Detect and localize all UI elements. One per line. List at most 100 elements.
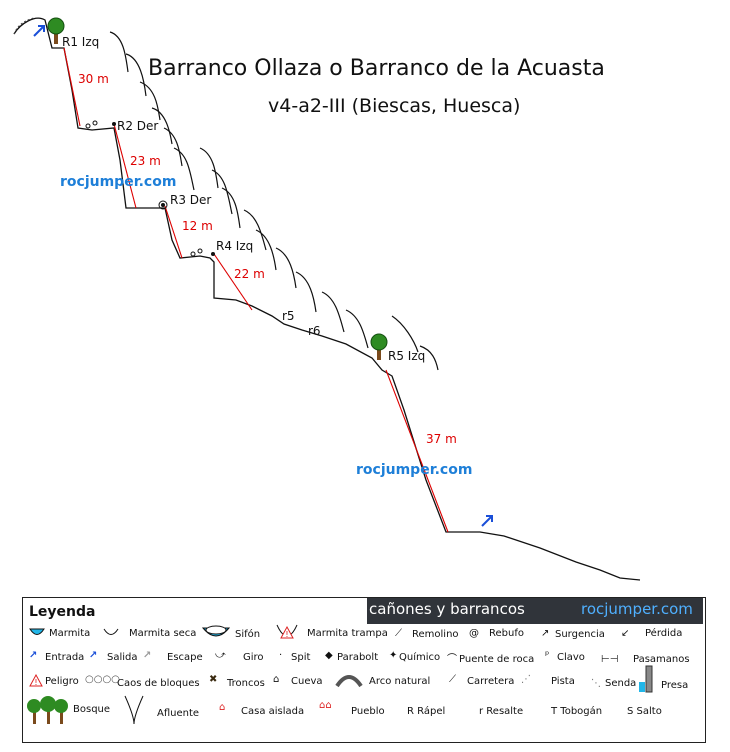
legend-item: Senda: [605, 678, 637, 689]
legend-item: Marmita: [49, 628, 91, 639]
tree-icon: [47, 17, 65, 44]
legend-item: Parabolt: [337, 652, 379, 663]
resalte-label-r6: r6: [308, 324, 321, 338]
legend-item: Cueva: [291, 676, 323, 687]
legend-item: Pista: [551, 676, 575, 687]
legend-item: S Salto: [627, 706, 662, 717]
legend-title: Leyenda: [29, 604, 96, 620]
legend-item: Caos de bloques: [117, 678, 200, 689]
legend-item: Clavo: [557, 652, 585, 663]
legend-item: Casa aislada: [241, 706, 305, 717]
handline-icon: ⊢⊣: [601, 654, 619, 665]
legend-item: Presa: [661, 680, 689, 691]
exit-icon: ↗: [89, 650, 98, 661]
rappel-length: 30 m: [78, 72, 109, 86]
cave-icon: ⌂: [273, 674, 280, 685]
logs-icon: ✖: [209, 674, 218, 685]
road-icon: ⟋: [449, 674, 456, 685]
legend-item: Surgencia: [555, 629, 605, 640]
siphon-icon: [201, 625, 231, 637]
boulders-icon: ○○○○: [85, 674, 120, 685]
anchor-label-r4: R4 Izq: [216, 239, 254, 253]
resalte-label-r5: r5: [282, 309, 295, 323]
sink-icon: ↙: [621, 628, 630, 639]
rappel-lines: [63, 47, 449, 533]
rappel-length: 12 m: [182, 219, 213, 233]
track-icon: ⋰: [521, 674, 531, 685]
entry-arrow-icon: [33, 25, 45, 37]
legend-item: Arco natural: [369, 676, 431, 687]
pothole-icon: [29, 628, 45, 635]
page-subtitle: v4-a2-III (Biescas, Huesca): [268, 95, 521, 117]
legend-item: Químico: [399, 652, 441, 663]
legend-item: Peligro: [45, 676, 79, 687]
legend-item: Pasamanos: [633, 654, 690, 665]
entry-icon: ↗: [29, 650, 38, 661]
legend-item: Pérdida: [645, 628, 683, 639]
legend-banner: cañones y barrancos rocjumper.com: [367, 598, 703, 624]
spring-icon: ↗: [541, 628, 550, 639]
legend-item: Sifón: [235, 629, 261, 640]
village-icon: ⌂⌂: [319, 700, 332, 711]
rappel-length: 37 m: [426, 432, 457, 446]
anchor-label-r5-izq: R5 Izq: [388, 349, 426, 363]
whirlpool-icon: ⟋: [395, 628, 402, 639]
parabolt-icon: ◆: [325, 650, 333, 661]
legend-item: Troncos: [227, 678, 265, 689]
legend-item: Giro: [243, 652, 264, 663]
anchor-label-r3: R3 Der: [170, 193, 212, 207]
chemical-icon: ✦: [389, 650, 398, 661]
legend-item: Spit: [291, 652, 311, 663]
legend-item: Rebufo: [489, 628, 524, 639]
trap-pothole-icon: !: [276, 624, 298, 639]
legend-item: Entrada: [45, 652, 85, 663]
natural-arch-icon: [335, 675, 363, 688]
legend-item: R Rápel: [407, 706, 446, 717]
legend-item: r Resalte: [479, 706, 524, 717]
legend-item: Puente de roca: [459, 654, 535, 665]
banner-site: rocjumper.com: [581, 600, 693, 618]
svg-text:!: !: [285, 630, 288, 639]
legend-item: Marmita trampa: [307, 628, 388, 639]
rappel-length: 23 m: [130, 154, 161, 168]
start-bank: [13, 17, 35, 35]
dry-pothole-icon: [103, 628, 119, 635]
legend-item: Afluente: [157, 708, 200, 719]
svg-text:!: !: [34, 678, 37, 687]
legend-item: T Tobogán: [551, 706, 603, 717]
legend-item: Salida: [107, 652, 138, 663]
banner-text: cañones y barrancos: [369, 600, 525, 618]
legend-item: Pueblo: [351, 706, 385, 717]
anchor-points: [112, 122, 215, 256]
tree-icon: [370, 333, 388, 360]
page-title: Barranco Ollaza o Barranco de la Acuasta: [148, 56, 605, 81]
legend-item: Marmita seca: [129, 628, 197, 639]
house-icon: ⌂: [219, 702, 226, 713]
path-icon: ⋱: [591, 678, 601, 689]
anchor-label-r2: R2 Der: [117, 119, 159, 133]
anchor-label-r1: R1 Izq: [62, 35, 100, 49]
forest-icon: [27, 696, 68, 724]
backwash-icon: @: [469, 628, 479, 639]
dam-icon: [639, 665, 653, 693]
legend-item: Remolino: [412, 629, 459, 640]
piton-icon: ᵖ: [545, 650, 550, 661]
rock-bridge-icon: ⌒: [447, 654, 457, 665]
rappel-length: 22 m: [234, 267, 265, 281]
turn-icon: ⤻: [215, 650, 226, 661]
spit-icon: ·: [279, 650, 283, 661]
danger-icon: !: [29, 674, 43, 687]
pothole-marks: [85, 120, 203, 257]
legend-panel: Leyenda cañones y barrancos rocjumper.co…: [22, 597, 706, 743]
legend-item: Carretera: [467, 676, 515, 687]
escape-icon: ↗: [143, 650, 152, 661]
watermark: rocjumper.com: [60, 174, 177, 190]
canyon-profile-line: [13, 17, 641, 581]
exit-arrow-icon: [481, 515, 493, 527]
tributary-icon: [124, 695, 144, 725]
canyon-walls: [109, 31, 439, 371]
legend-item: Escape: [167, 652, 203, 663]
legend-item: Bosque: [73, 704, 111, 715]
watermark: rocjumper.com: [356, 462, 473, 478]
